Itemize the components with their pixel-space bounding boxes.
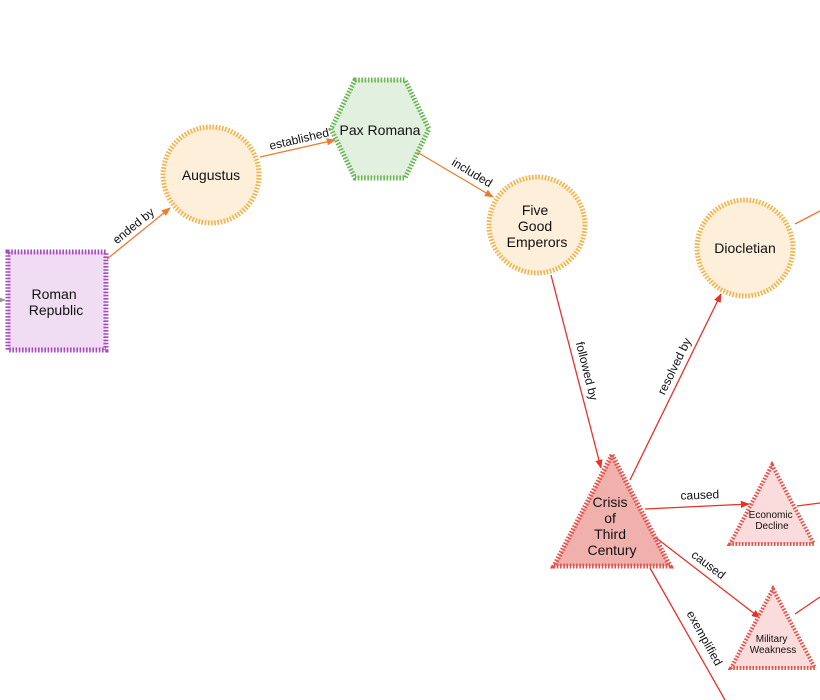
node-military-weakness-shape xyxy=(727,584,819,670)
edge-label-caused-military: caused xyxy=(689,548,728,582)
edges: ended by established included followed b… xyxy=(0,125,820,700)
node-roman-republic-label: Roman Republic xyxy=(29,286,83,318)
node-military-weakness[interactable]: Military Weakness xyxy=(727,584,819,670)
nodes: Roman Republic Augustus Pax Romana Five … xyxy=(5,77,819,670)
edge-augustus-pax-romana xyxy=(259,138,336,158)
edge-military-weakness-outgoing xyxy=(794,596,820,615)
node-diocletian-shape xyxy=(694,197,796,299)
node-military-weakness-label: Military Weakness xyxy=(750,634,797,656)
edge-diocletian-outgoing xyxy=(794,210,820,225)
node-crisis-third-century-shape xyxy=(549,449,675,569)
node-roman-republic[interactable]: Roman Republic xyxy=(5,249,109,353)
edge-crisis-exemplified xyxy=(649,567,726,700)
node-augustus[interactable]: Augustus xyxy=(160,124,262,226)
edge-roman-republic-augustus xyxy=(106,207,171,260)
edge-label-resolved-by: resolved by xyxy=(655,336,694,397)
edge-economic-decline-outgoing xyxy=(796,502,820,507)
node-pax-romana-shape xyxy=(328,77,432,181)
node-pax-romana[interactable]: Pax Romana xyxy=(328,77,432,181)
node-roman-republic-shape xyxy=(5,249,109,353)
node-augustus-label: Augustus xyxy=(182,167,240,183)
edge-label-followed-by: followed by xyxy=(573,340,601,402)
edge-crisis-diocletian xyxy=(629,293,722,481)
edge-crisis-economic-decline xyxy=(644,500,750,510)
node-economic-decline-shape xyxy=(726,460,818,546)
node-diocletian[interactable]: Diocletian xyxy=(694,197,796,299)
node-pax-romana-label: Pax Romana xyxy=(340,122,421,138)
edge-crisis-military-weakness xyxy=(654,536,761,619)
node-five-good-emperors[interactable]: Five Good Emperors xyxy=(486,174,588,276)
node-crisis-third-century-label: Crisis of Third Century xyxy=(587,494,636,558)
node-economic-decline[interactable]: Economic Decline xyxy=(726,460,818,546)
edge-five-good-emperors-crisis xyxy=(550,274,603,469)
node-five-good-emperors-label: Five Good Emperors xyxy=(507,202,568,250)
edge-pax-romana-five-good-emperors xyxy=(416,151,494,198)
node-economic-decline-label: Economic Decline xyxy=(749,510,796,532)
edge-label-ended-by: ended by xyxy=(110,205,157,247)
node-five-good-emperors-shape xyxy=(486,174,588,276)
edge-label-caused-economic: caused xyxy=(680,487,719,502)
node-augustus-shape xyxy=(160,124,262,226)
node-diocletian-label: Diocletian xyxy=(714,240,775,256)
node-crisis-third-century[interactable]: Crisis of Third Century xyxy=(549,449,675,569)
